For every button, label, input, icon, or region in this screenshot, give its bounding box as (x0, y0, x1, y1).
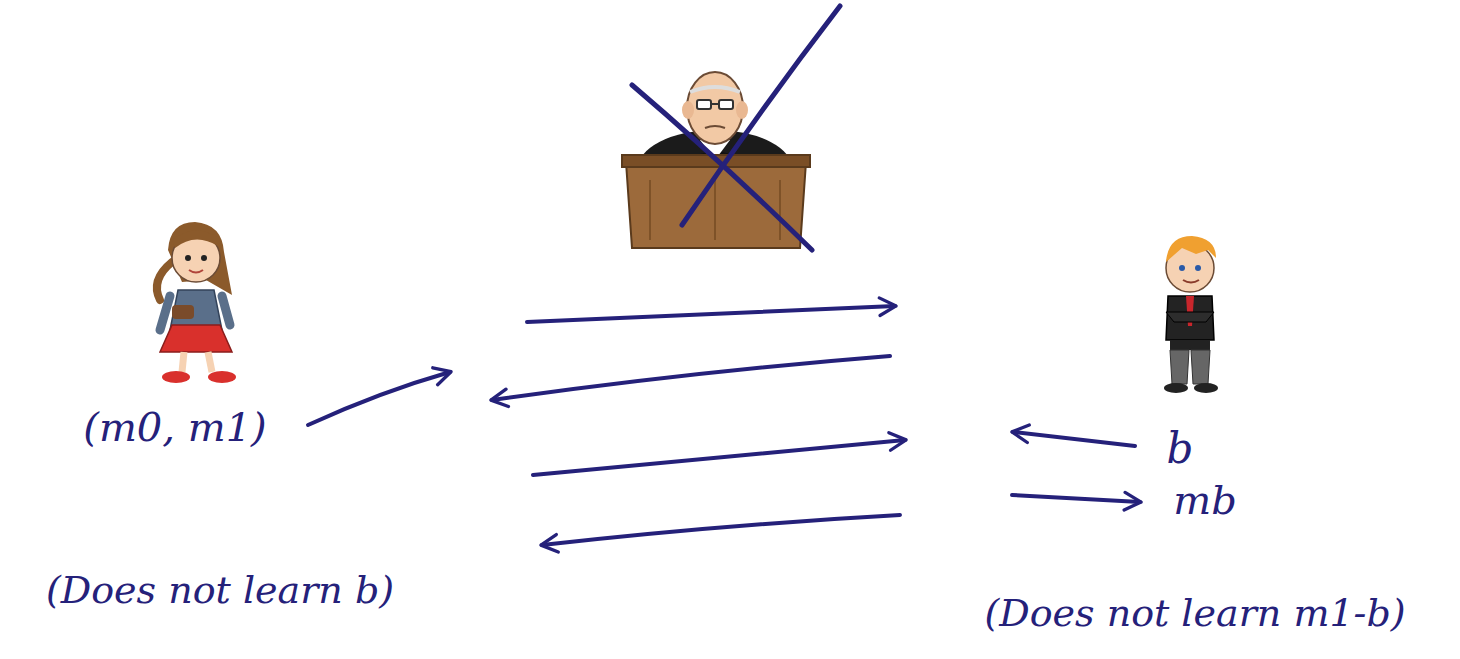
text-label: b (1150, 426, 1210, 472)
receiver-figure-part (1179, 265, 1185, 271)
judge-figure-part (687, 72, 743, 144)
cross-out-mark (632, 6, 840, 250)
text-label: (Does not learn m1-b) (930, 593, 1460, 635)
sender-figure-part (162, 371, 190, 383)
receiver-figure-part (1164, 383, 1188, 393)
sender-figure-part (170, 290, 222, 330)
sender-figure-part (182, 352, 184, 372)
judge-figure-part (714, 180, 716, 240)
sender-figure (157, 222, 236, 383)
message-arrows-part (533, 440, 905, 475)
message-arrows-part (308, 372, 450, 425)
cross-out-mark-part (682, 6, 840, 225)
receiver-figure-part (1183, 280, 1199, 283)
sender-figure-part (168, 222, 232, 295)
receiver-figure-part (1166, 236, 1216, 262)
text-label: (Does not learn b) (0, 570, 440, 612)
receiver-figure-part (1195, 265, 1201, 271)
sender-figure-part (201, 255, 207, 261)
judge-figure-part (649, 180, 651, 240)
judge-figure-part (697, 100, 711, 109)
sender-figure-part (160, 296, 170, 330)
message-arrows-part (492, 356, 890, 400)
receiver-figure-part (1194, 383, 1218, 393)
judge-figure-part (736, 101, 748, 119)
receiver-figure-part (1170, 340, 1210, 350)
sender-figure-part (222, 296, 230, 325)
judge-figure-part (779, 180, 781, 240)
message-arrows-part (542, 515, 900, 545)
receiver-figure-part (1191, 350, 1210, 384)
receiver-figure-part (1170, 350, 1189, 384)
sender-figure-part (185, 255, 191, 261)
text-label: mb (1150, 478, 1260, 522)
judge-figure-part (705, 126, 725, 128)
receiver-figure (1164, 236, 1218, 393)
sender-figure-part (160, 325, 232, 352)
judge-figure-part (690, 87, 740, 92)
receiver-figure-part (1166, 312, 1214, 322)
message-arrows (308, 306, 1140, 545)
judge-figure-part (711, 103, 719, 105)
sender-figure-part (189, 270, 203, 273)
message-arrows-part (1013, 432, 1135, 446)
message-arrows-part (1012, 495, 1140, 502)
sender-figure-part (208, 352, 212, 372)
judge-figure-part (719, 100, 733, 109)
text-label: (m0, m1) (60, 405, 290, 449)
sender-figure-part (172, 230, 218, 248)
sender-figure-part (208, 371, 236, 383)
judge-figure-part (682, 101, 694, 119)
message-arrows-part (527, 306, 895, 322)
receiver-figure-part (1166, 296, 1214, 340)
sender-figure-part (172, 305, 194, 319)
